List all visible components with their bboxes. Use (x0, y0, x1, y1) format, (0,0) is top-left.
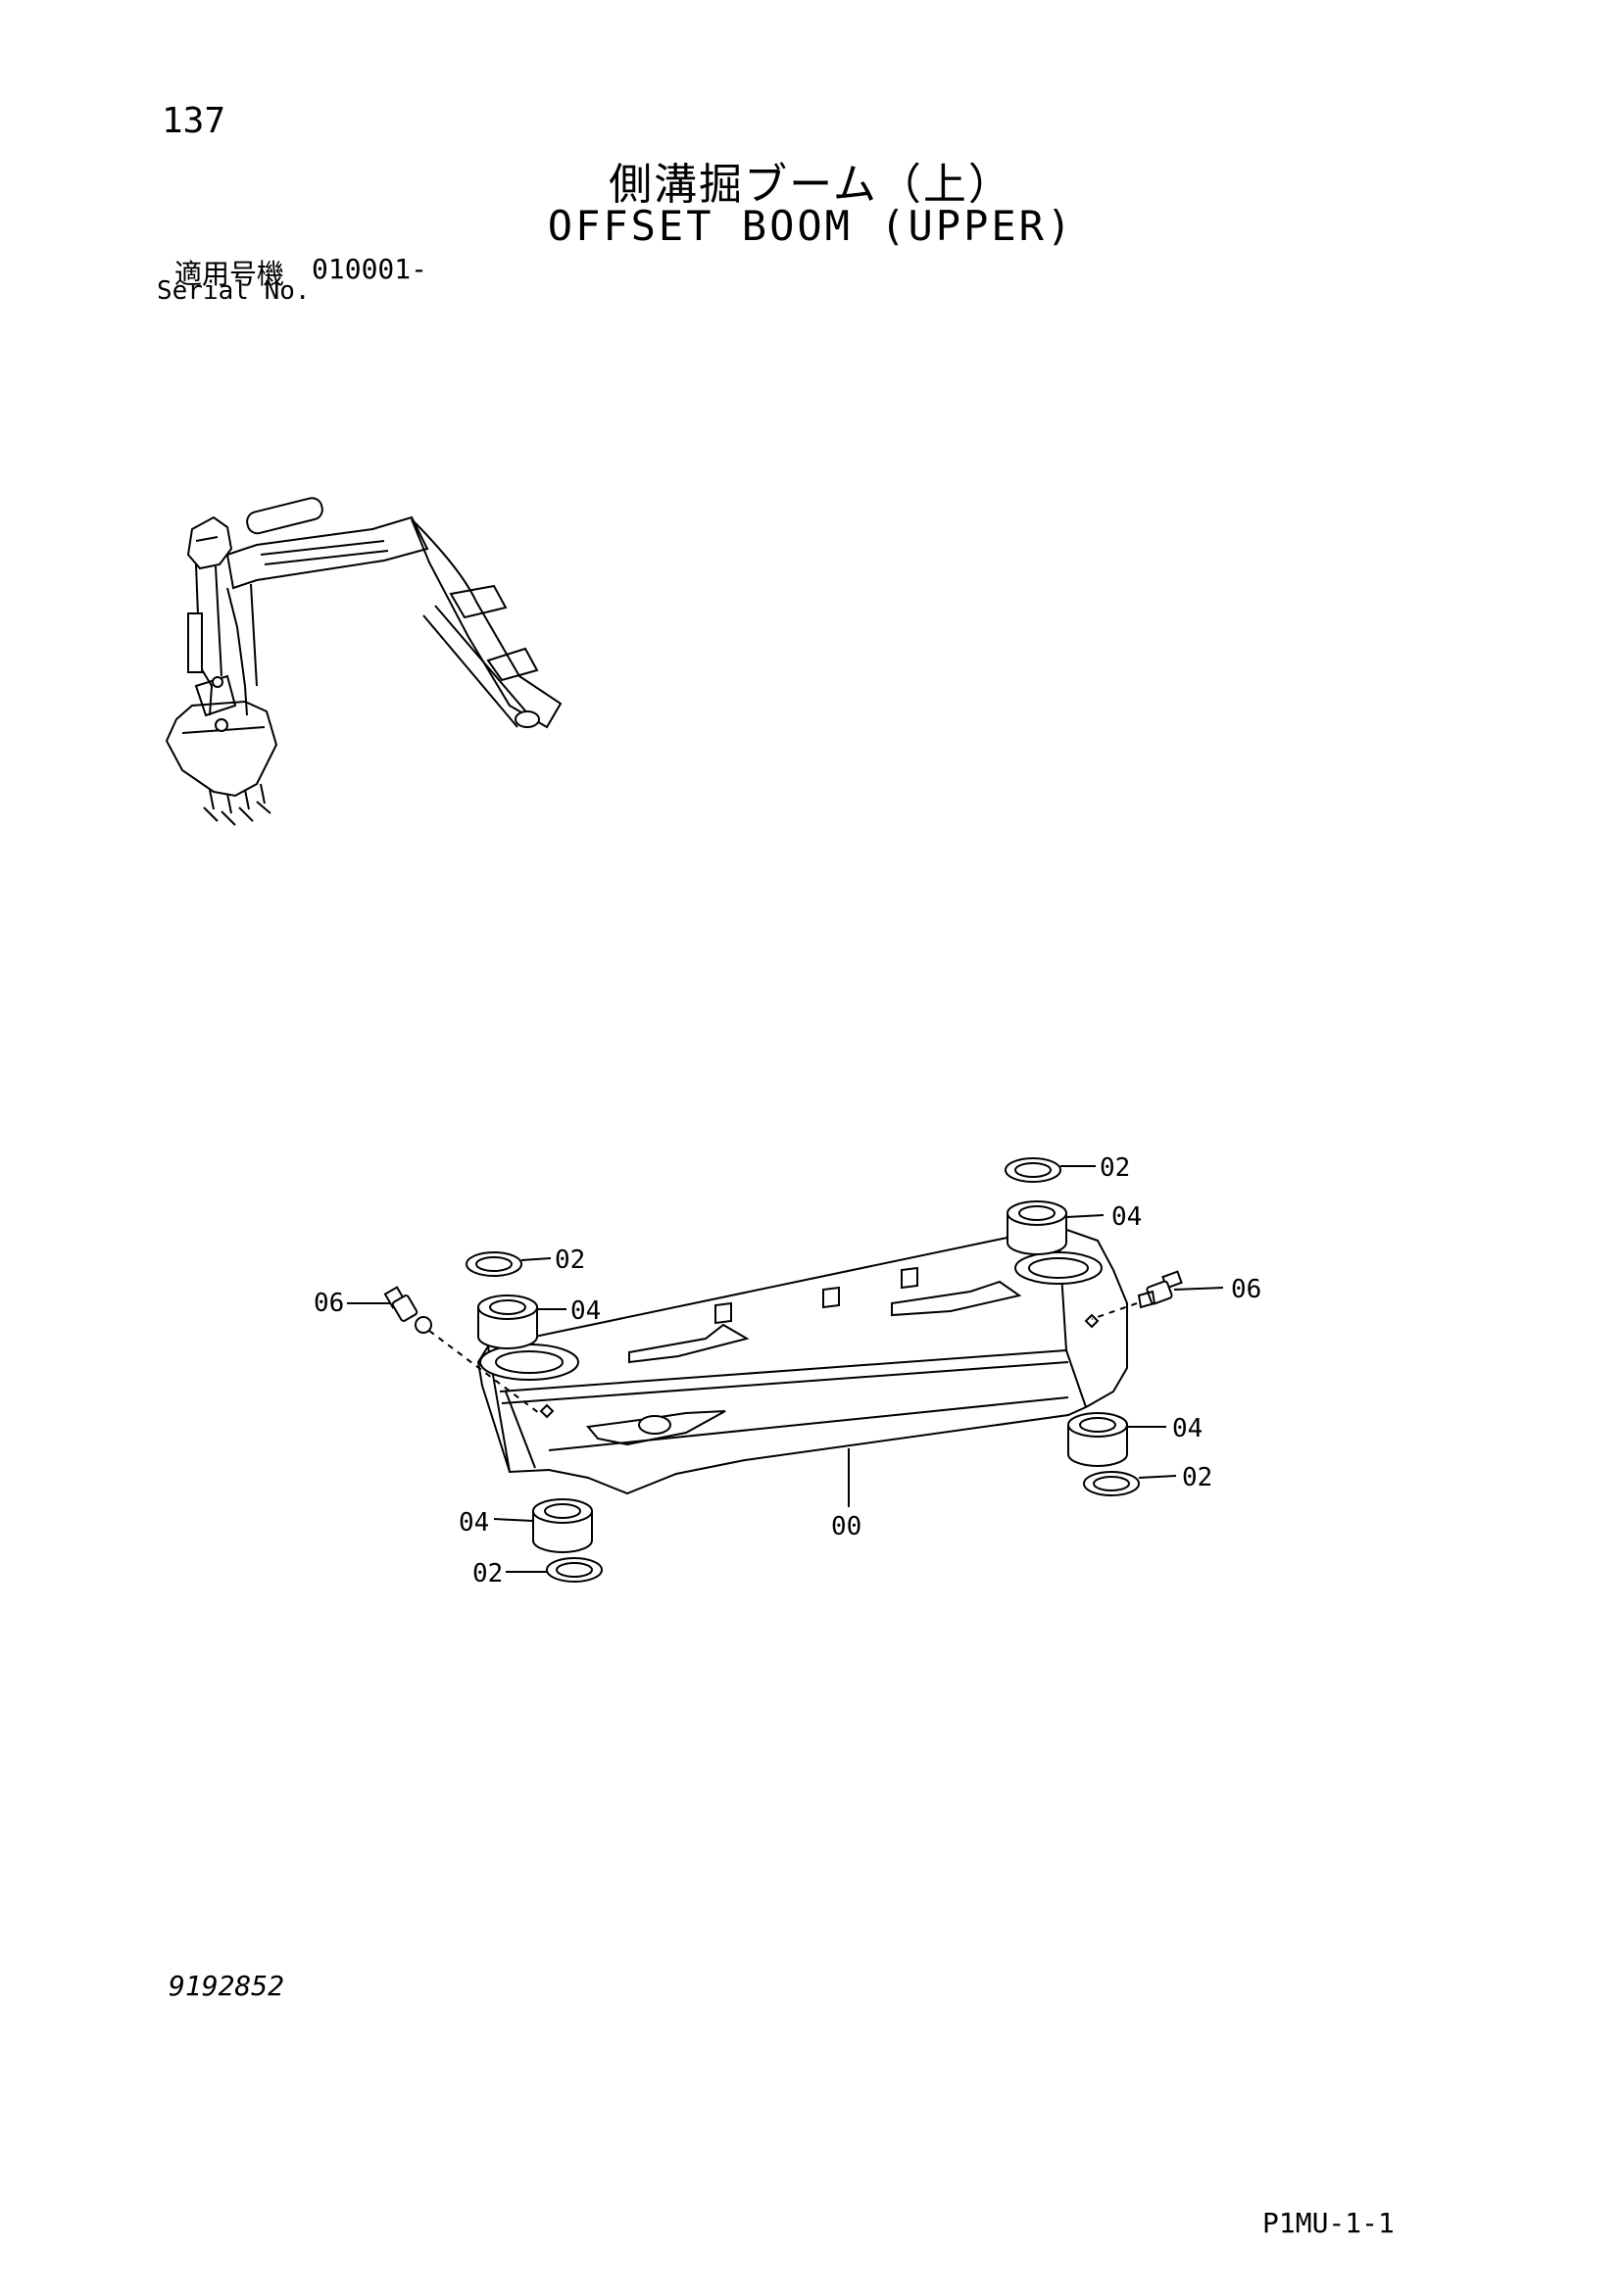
offset-boom-body (476, 1225, 1128, 1495)
page-code: P1MU-1-1 (1262, 2207, 1395, 2239)
callout-04-top-left: 04 (570, 1296, 601, 1326)
callout-04-top-right: 04 (1111, 1202, 1142, 1232)
callout-06-right: 06 (1231, 1275, 1261, 1304)
serial-number-value: 010001- (312, 253, 428, 285)
part-shim-02-top-left (466, 1251, 522, 1277)
part-shim-02-right (1083, 1471, 1140, 1496)
callout-04-bottom-left: 04 (459, 1508, 489, 1538)
page-title-japanese: 側溝掘ブーム（上） (609, 160, 1013, 210)
callout-02-top-right: 02 (1100, 1153, 1130, 1183)
drawing-number: 9192852 (169, 1970, 285, 2002)
serial-label-japanese: 適用号機 (174, 258, 285, 290)
part-grease-fitting-06-right (1091, 1270, 1183, 1320)
part-bushing-04-right (1067, 1412, 1128, 1467)
excavator-overview-illustration (165, 497, 563, 826)
callout-02-right: 02 (1182, 1463, 1212, 1492)
serial-label-english: Serial No. (157, 276, 311, 306)
page-title-english: OFFSET BOOM (UPPER) (547, 202, 1075, 250)
part-shim-02-bottom-left (546, 1557, 603, 1583)
callout-04-right: 04 (1172, 1414, 1203, 1443)
part-bushing-04-top-left (477, 1295, 538, 1349)
callout-00-main: 00 (831, 1512, 861, 1541)
part-bushing-04-bottom-left (532, 1498, 593, 1553)
part-shim-02-top-right (1005, 1157, 1061, 1183)
page-number: 137 (162, 101, 226, 141)
callout-02-top-left: 02 (555, 1246, 585, 1275)
callout-02-bottom-left: 02 (472, 1559, 503, 1588)
part-bushing-04-top-right (1007, 1200, 1067, 1255)
callout-leaders (347, 1165, 1224, 1573)
callout-06-left: 06 (314, 1289, 344, 1318)
